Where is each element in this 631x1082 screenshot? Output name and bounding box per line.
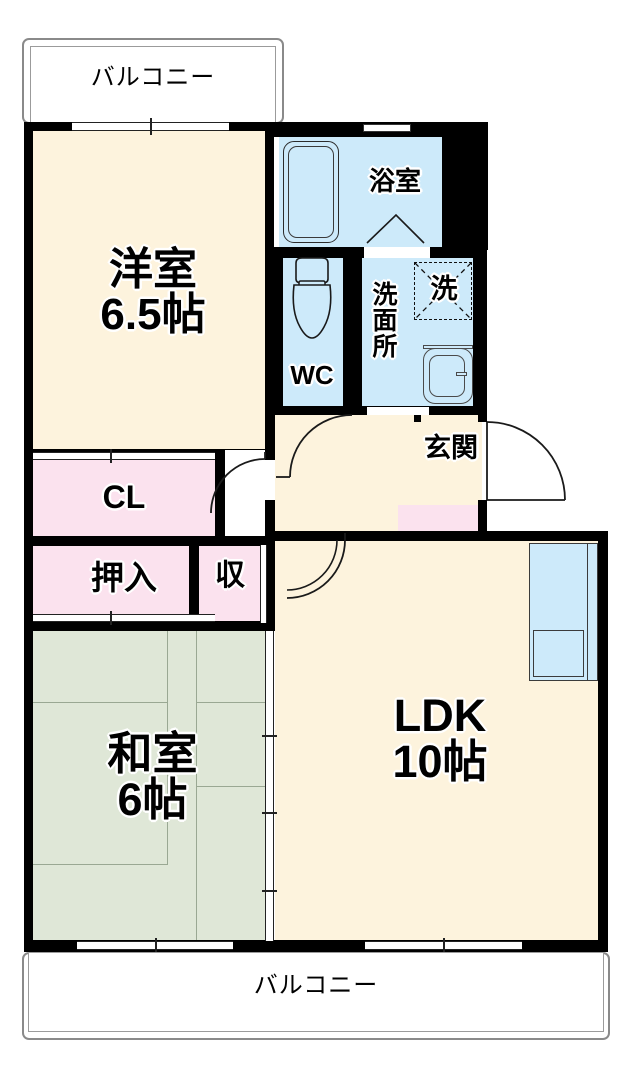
tatami-seam xyxy=(167,622,169,702)
wall-small-closet-right xyxy=(265,536,275,631)
door-oshiire-mull xyxy=(110,611,112,625)
closet-small-floor xyxy=(199,545,271,622)
fusuma-mull xyxy=(262,890,277,892)
wall-small-closet-left xyxy=(189,545,199,631)
japanese-room-floor xyxy=(33,622,273,942)
tatami-seam xyxy=(33,702,167,704)
door-small-closet[interactable] xyxy=(260,545,267,623)
wall-hall-left-2 xyxy=(265,500,275,546)
door-washroom-opening[interactable] xyxy=(367,407,429,415)
wall-closet-bottom xyxy=(24,621,275,631)
window-mull xyxy=(150,118,152,135)
door-cl-sliding[interactable] xyxy=(33,452,215,460)
window-mull xyxy=(155,938,157,954)
door-bathroom-opening[interactable] xyxy=(366,248,430,257)
washer-space-icon xyxy=(414,262,472,320)
wall-entrance-left xyxy=(414,415,421,422)
tatami-seam xyxy=(196,622,198,942)
wall-bath-wc-divider xyxy=(343,258,362,410)
wall-outer-right xyxy=(598,531,608,950)
wall-closet-divider xyxy=(24,536,275,546)
vanity-tap xyxy=(456,372,467,376)
vanity-bowl xyxy=(429,355,465,397)
kitchen-sink-icon xyxy=(533,630,584,677)
tatami-seam xyxy=(167,702,169,865)
western-room-floor xyxy=(33,131,273,458)
tatami-seam xyxy=(33,864,168,866)
kitchen-edge-line xyxy=(587,543,589,681)
balcony-bottom-inner xyxy=(28,952,604,1032)
bathtub-inner xyxy=(288,146,334,238)
fusuma-mull xyxy=(262,735,277,737)
wall-washroom-right xyxy=(473,258,482,410)
tatami-seam xyxy=(196,786,273,788)
wall-bath-left xyxy=(274,247,283,410)
window-mull xyxy=(443,938,445,954)
door-cl-mull xyxy=(110,449,112,463)
door-oshiire-sliding[interactable] xyxy=(33,614,215,622)
tatami-seam xyxy=(196,702,273,704)
toilet-floor xyxy=(281,258,343,408)
door-fusuma-tatami-ldk[interactable] xyxy=(265,631,274,941)
wall-bath-bottom-r xyxy=(430,247,482,258)
bathtub-icon xyxy=(283,141,339,243)
window-bathroom xyxy=(363,124,411,132)
wall-western-right xyxy=(265,131,274,458)
wall-right-upper-2 xyxy=(478,500,487,540)
fusuma-mull xyxy=(262,812,277,814)
entrance-door-swing-icon xyxy=(486,421,566,501)
vanity-counter-line xyxy=(423,345,473,349)
balcony-top-inner xyxy=(30,46,276,124)
closet-cl-floor xyxy=(33,458,221,536)
wall-ldk-top xyxy=(275,531,608,541)
wall-hall-left xyxy=(265,414,275,460)
wall-cl-right xyxy=(215,449,225,545)
wall-right-upper xyxy=(478,122,487,422)
door-western-opening[interactable] xyxy=(225,450,265,458)
wall-bath-bottom xyxy=(274,247,364,258)
